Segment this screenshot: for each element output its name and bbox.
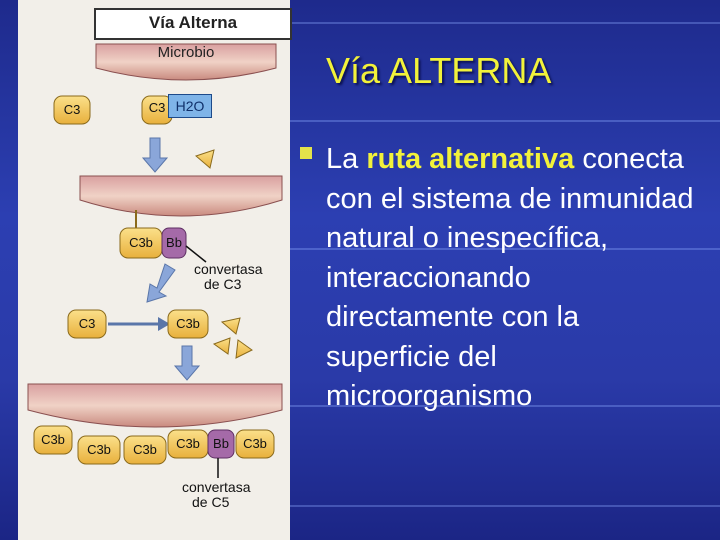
c3b-label: C3b xyxy=(41,432,65,447)
bb-protein xyxy=(161,227,187,259)
panel-title-box: Vía Alterna xyxy=(94,8,292,40)
c3-protein xyxy=(67,309,107,339)
c3a-fragment xyxy=(235,339,253,359)
slide-title: Vía ALTERNA xyxy=(326,50,552,91)
c3-label: C3 xyxy=(63,102,81,117)
bullet-text-bold: ruta alternativa xyxy=(366,143,575,175)
convertase-c5-line2: de C5 xyxy=(192,494,230,510)
microbe-membrane xyxy=(79,175,283,217)
c3a-fragment xyxy=(220,317,241,335)
bullet-text: La ruta alternativa conecta con el siste… xyxy=(326,140,706,417)
c3b-protein xyxy=(33,425,73,455)
c3b-protein xyxy=(235,429,275,459)
background-streak xyxy=(290,505,720,507)
pointer-line xyxy=(185,245,207,263)
convertase-c3-line2: de C3 xyxy=(204,276,242,292)
convertase-c3-label: convertasa de C3 xyxy=(194,262,262,292)
bullet-icon xyxy=(300,147,312,159)
c3b-label: C3b xyxy=(176,436,200,451)
bb-label: Bb xyxy=(166,235,182,250)
c3b-label: C3b xyxy=(176,316,200,331)
h2o-badge: H2O xyxy=(168,94,212,118)
microbe-membrane xyxy=(95,43,277,81)
background-streak xyxy=(290,22,720,24)
bullet-text-prefix: La xyxy=(326,143,367,175)
c3b-protein xyxy=(167,309,209,339)
microbe-membrane xyxy=(27,383,283,428)
convertase-c3-line1: convertasa xyxy=(194,261,263,277)
background-streak xyxy=(290,248,720,250)
c3b-label: C3b xyxy=(133,442,157,457)
c3b-label: C3b xyxy=(129,235,153,250)
bb-label: Bb xyxy=(213,436,229,451)
c3-label: C3 xyxy=(78,316,96,331)
convertase-c5-line1: convertasa xyxy=(182,479,251,495)
c3b-protein xyxy=(123,435,167,465)
arrow-down xyxy=(141,137,169,173)
microbe-label: Microbio xyxy=(157,44,215,61)
convertase-c5-label: convertasa de C5 xyxy=(182,480,250,510)
arrow-down xyxy=(146,263,176,303)
c3a-fragment xyxy=(212,337,231,355)
c3-label: C3 xyxy=(148,100,166,115)
c3-protein xyxy=(53,95,91,125)
arrow-right xyxy=(158,317,170,331)
panel-title: Vía Alterna xyxy=(148,13,238,32)
background-streak xyxy=(290,120,720,122)
bb-protein xyxy=(207,429,235,459)
bullet-text-rest: conecta con el sistema de inmunidad natu… xyxy=(326,143,694,412)
c3b-label: C3b xyxy=(243,436,267,451)
c3a-fragment xyxy=(195,149,215,169)
c3b-protein xyxy=(77,435,121,465)
background-streak xyxy=(290,405,720,407)
c3b-label: C3b xyxy=(87,442,111,457)
arrow-down xyxy=(173,345,201,381)
